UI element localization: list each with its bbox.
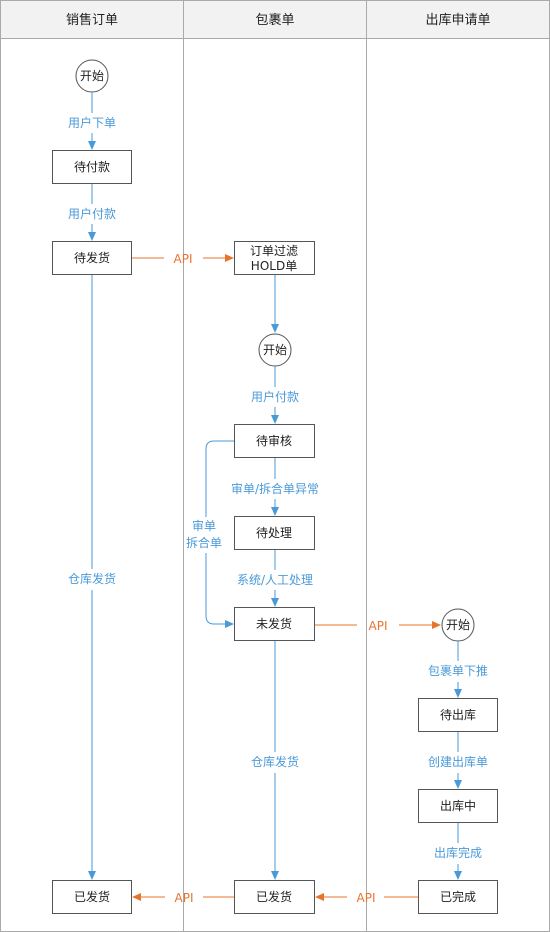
- edge-audit-loop-label-bg: [186, 517, 226, 553]
- edge-label-create-out: 创建出库单: [428, 754, 488, 769]
- node-not-shipped: [234, 607, 315, 641]
- node-shipped-sales: [52, 880, 132, 914]
- edge-label-warehouse-ship-1: 仓库发货: [68, 571, 116, 586]
- api-label-2: API: [369, 619, 388, 633]
- header-band: [0, 0, 550, 39]
- node-order-filter-hold: [234, 241, 315, 275]
- lane-package: 订单过滤 HOLD单 开始 用户付款 待审核 审单/拆合单异常 待处理 系统/人…: [186, 241, 319, 914]
- node-pay-pending: [52, 150, 132, 184]
- edge-label-user-pay-2: 用户付款: [251, 389, 299, 404]
- node-out-in-progress-label: 出库中: [440, 798, 476, 813]
- node-pay-pending-label: 待付款: [74, 160, 110, 174]
- edge-label-user-order: 用户下单: [68, 115, 116, 130]
- api-edge-2: API: [315, 619, 441, 633]
- edge-label-sys-manual: 系统/人工处理: [237, 573, 313, 587]
- edge-label-out-done: 出库完成: [434, 845, 482, 860]
- node-ship-pending-label: 待发货: [74, 250, 110, 265]
- api-edge-1: API: [132, 252, 234, 266]
- lane-outbound-request: 开始 包裹单下推 待出库 创建出库单 出库中 出库完成 已完成: [418, 608, 498, 914]
- node-completed: [418, 880, 498, 914]
- node-order-filter-label-1: 订单过滤: [250, 244, 298, 258]
- node-out-pending-label: 待出库: [440, 707, 476, 722]
- node-shipped-sales-label: 已发货: [74, 889, 110, 904]
- node-audit-pending: [234, 424, 315, 458]
- node-shipped-pkg: [234, 880, 315, 914]
- node-out-pending: [418, 698, 498, 732]
- node-completed-label: 已完成: [440, 889, 476, 904]
- edge-label-pkg-push: 包裹单下推: [428, 663, 488, 678]
- api-label-3: API: [357, 891, 376, 905]
- node-order-filter-label-2: HOLD单: [251, 259, 297, 273]
- start-node-2-label: 开始: [263, 343, 287, 357]
- api-label-1: API: [174, 252, 193, 266]
- node-audit-pending-label: 待审核: [256, 433, 292, 448]
- node-process-pending: [234, 516, 315, 550]
- lane-title-outbound-request: 出库申请单: [425, 12, 490, 28]
- start-node-1-label: 开始: [80, 69, 104, 83]
- edge-label-audit: 审单: [192, 518, 216, 533]
- node-not-shipped-label: 未发货: [256, 616, 292, 631]
- node-out-in-progress: [418, 789, 498, 823]
- node-process-pending-label: 待处理: [256, 526, 292, 540]
- api-label-4: API: [175, 891, 194, 905]
- edge-label-split-merge: 拆合单: [186, 535, 222, 550]
- api-edge-4: API: [132, 891, 234, 905]
- edge-label-warehouse-ship-2: 仓库发货: [251, 754, 299, 769]
- node-shipped-pkg-label: 已发货: [256, 889, 292, 904]
- lane-title-package: 包裹单: [255, 13, 294, 28]
- edge-label-user-pay-1: 用户付款: [68, 206, 116, 221]
- start-node-3-label: 开始: [446, 618, 470, 632]
- api-edge-3: API: [315, 891, 418, 905]
- node-ship-pending: [52, 241, 132, 275]
- lane-title-sales-order: 销售订单: [66, 12, 118, 28]
- lane-sales-order: 开始 用户下单 待付款 用户付款 待发货 仓库发货 已发货: [52, 59, 132, 914]
- edge-label-audit-split-error: 审单/拆合单异常: [231, 481, 319, 496]
